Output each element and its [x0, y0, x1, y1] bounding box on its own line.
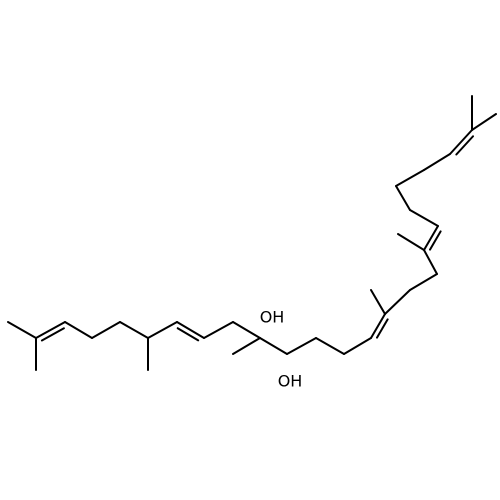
bond-line	[147, 321, 178, 339]
bond-line	[343, 337, 372, 355]
bond-line	[232, 321, 261, 339]
bond-line	[259, 337, 288, 355]
bond-line	[409, 273, 438, 291]
bond-line	[409, 209, 439, 227]
bond-line	[370, 289, 386, 315]
bond-line	[119, 321, 149, 339]
bond-line	[449, 129, 473, 155]
double-bond-line	[455, 135, 475, 156]
bond-line	[64, 321, 93, 339]
bond-line	[35, 321, 66, 339]
bond-line	[91, 321, 121, 339]
bond-line	[315, 337, 345, 355]
double-bond-line	[375, 318, 389, 339]
bond-skeleton	[7, 95, 497, 371]
bond-line	[286, 337, 317, 355]
bond-line	[471, 113, 497, 131]
bond-line	[423, 153, 451, 171]
hydroxyl-label-lower: OH	[278, 372, 303, 391]
bond-line	[7, 321, 37, 339]
bond-line	[395, 169, 425, 187]
bond-line	[232, 337, 261, 355]
double-bond-line	[428, 230, 442, 251]
bond-line	[370, 313, 386, 339]
bond-line	[397, 233, 425, 251]
bond-line	[423, 249, 438, 275]
bond-line	[384, 289, 411, 315]
hydroxyl-label-upper: OH	[260, 308, 285, 327]
bond-line	[203, 321, 234, 339]
bond-line	[423, 225, 439, 251]
double-bond-line	[176, 327, 200, 342]
bond-line	[176, 321, 205, 339]
bond-line	[395, 185, 411, 211]
double-bond-line	[40, 327, 65, 342]
